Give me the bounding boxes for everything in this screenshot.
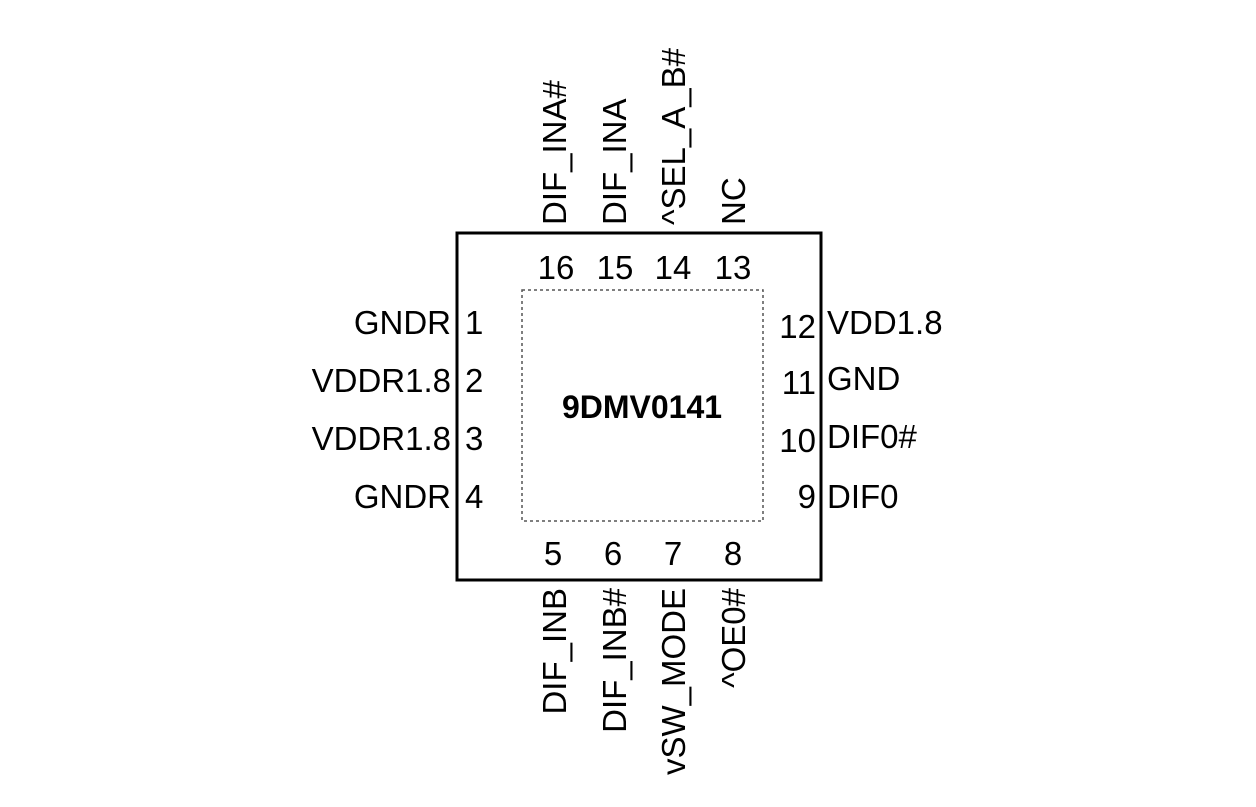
pin-number-4: 4 <box>465 478 483 515</box>
pin-number-16: 16 <box>538 249 575 286</box>
pin-name-4: GNDR <box>354 478 451 515</box>
pin-number-1: 1 <box>465 304 483 341</box>
pin-number-2: 2 <box>465 362 483 399</box>
pin-name-5: DIF_INB <box>536 588 573 715</box>
bottom-pins: 5 6 7 8 DIF_INB DIF_INB# vSW_MODE ^OE0# <box>536 535 752 775</box>
pin-number-12: 12 <box>779 308 816 345</box>
right-pins: 12 VDD1.8 11 GND 10 DIF0# 9 DIF0 <box>779 304 942 515</box>
chip-name: 9DMV0141 <box>562 389 722 425</box>
pin-name-9: DIF0 <box>827 478 899 515</box>
pin-name-11: GND <box>827 360 900 397</box>
pin-name-15: DIF_INA <box>596 98 633 225</box>
pin-number-5: 5 <box>544 535 562 572</box>
pin-name-10: DIF0# <box>827 418 918 455</box>
pin-name-6: DIF_INB# <box>596 587 633 733</box>
top-pins: 16 15 14 13 DIF_INA# DIF_INA ^SEL_A_B# N… <box>536 47 752 286</box>
pin-name-7: vSW_MODE <box>655 588 692 775</box>
pin-name-16: DIF_INA# <box>536 79 573 225</box>
pin-name-3: VDDR1.8 <box>312 420 451 457</box>
pin-number-3: 3 <box>465 420 483 457</box>
pin-number-7: 7 <box>664 535 682 572</box>
pin-number-14: 14 <box>655 249 692 286</box>
exposed-pad <box>521 289 764 522</box>
pin-number-11: 11 <box>782 364 816 401</box>
pin-name-12: VDD1.8 <box>827 304 943 341</box>
pin-number-6: 6 <box>604 535 622 572</box>
pin-number-10: 10 <box>779 422 816 459</box>
pin-name-13: NC <box>715 177 752 225</box>
pin-name-14: ^SEL_A_B# <box>655 47 692 225</box>
pin-number-9: 9 <box>798 478 816 515</box>
pin-number-8: 8 <box>724 535 742 572</box>
pin-name-8: ^OE0# <box>715 587 752 688</box>
pin-number-15: 15 <box>597 249 634 286</box>
chip-body <box>455 231 823 582</box>
left-pins: GNDR 1 VDDR1.8 2 VDDR1.8 3 GNDR 4 <box>312 304 484 515</box>
pin-name-1: GNDR <box>354 304 451 341</box>
pin-number-13: 13 <box>715 249 752 286</box>
pin-name-2: VDDR1.8 <box>312 362 451 399</box>
